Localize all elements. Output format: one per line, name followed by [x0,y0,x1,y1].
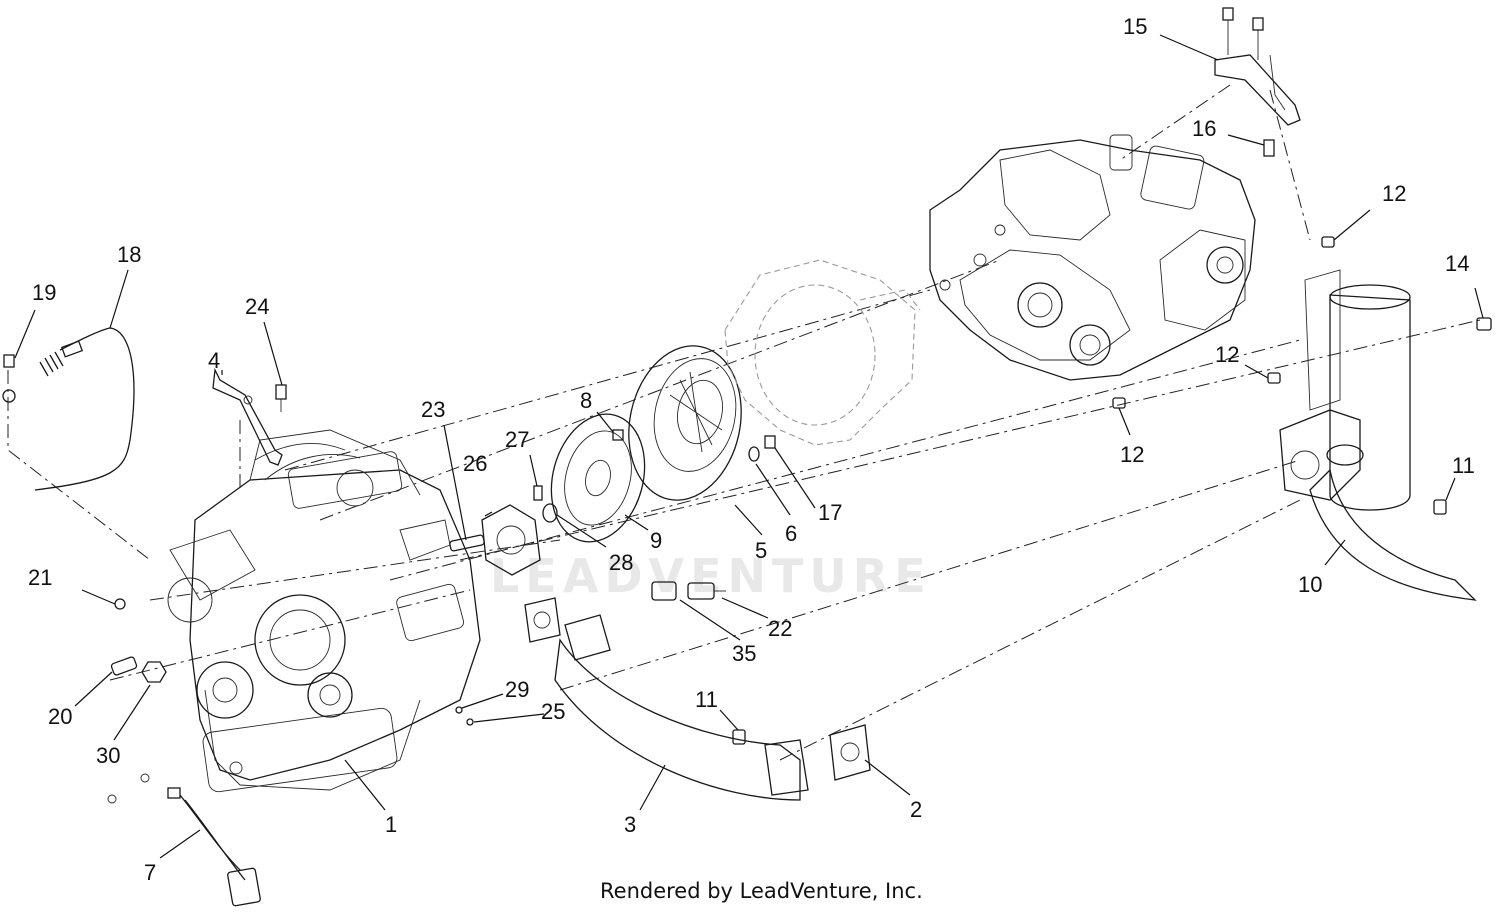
throttle-cable-18 [34,327,135,491]
bolt-11-left [732,729,746,745]
sensor-harness-7 [107,773,261,907]
callout-29: 29 [505,677,529,702]
callout-5: 5 [755,538,767,563]
gasket-2 [829,724,871,781]
gasket-26 [481,504,541,576]
gasket-left [524,597,561,643]
bracket-4 [212,367,283,466]
engine-assembly [167,429,481,793]
callout-23: 23 [421,397,445,422]
bolt-19 [2,354,16,403]
callout-10: 10 [1298,572,1322,597]
bolt-11-right [1433,499,1447,515]
callout-16: 16 [1192,116,1216,141]
bolt-14 [1476,317,1492,331]
callout-22: 22 [768,616,792,641]
washer-6 [748,446,760,462]
callout-11-right: 11 [1452,453,1475,478]
callout-1: 1 [385,812,397,837]
pressure-plate-5 [628,345,742,501]
callout-15: 15 [1123,14,1147,39]
fitting-35 [651,581,677,601]
assembly-lines [7,84,1481,761]
nut-12-c [1112,397,1126,409]
nut-12-b [1267,372,1281,384]
bolt-17 [764,435,776,449]
callout-3: 3 [624,812,636,837]
callout-8: 8 [580,388,592,413]
exhaust-pipe-3 [554,614,809,801]
watermark: LEADVENTURE [490,549,932,603]
clutch-disc-9 [550,413,646,543]
plug-23 [449,534,485,552]
pin-27 [533,485,543,501]
callout-26: 26 [463,451,487,476]
switch-22 [687,582,726,600]
muffler [1279,269,1411,511]
callout-17: 17 [818,500,842,525]
callout-4: 4 [208,348,220,373]
callout-6: 6 [785,521,797,546]
callout-35: 35 [732,641,756,666]
nut-12-a [1321,236,1335,248]
nut-30 [141,661,167,683]
transaxle-assembly [929,134,1256,381]
bolt-16 [1263,139,1275,157]
fitting-21 [114,598,126,610]
callout-25: 25 [541,699,565,724]
washer-29 [455,706,463,714]
washer-28 [542,503,558,523]
callout-28: 28 [609,550,633,575]
bolt-24 [275,384,287,412]
bracket-15 [1214,7,1301,126]
callout-11-left: 11 [695,687,718,712]
callout-12-top: 12 [1382,181,1406,206]
callout-21: 21 [28,565,52,590]
callout-27: 27 [505,427,529,452]
callout-numbers: 1 2 3 4 5 6 7 8 9 10 11 11 12 12 12 14 1… [28,14,1475,885]
callout-12-mid: 12 [1215,342,1239,367]
tailpipe-10 [1309,444,1477,601]
bell-housing-ghost [724,259,921,446]
callout-24: 24 [245,294,269,319]
callout-19: 19 [32,280,56,305]
leader-lines [14,34,1484,859]
callout-14: 14 [1445,251,1469,276]
callout-18: 18 [117,242,141,267]
callout-9: 9 [650,528,662,553]
callout-20: 20 [48,704,72,729]
fitting-20 [110,656,138,676]
callout-2: 2 [910,797,922,822]
callout-12-bottom: 12 [1120,442,1144,467]
pin-8 [612,429,624,441]
screw-25 [466,718,474,726]
callout-30: 30 [96,743,120,768]
render-credit: Rendered by LeadVenture, Inc. [600,879,923,903]
callout-7: 7 [144,860,156,885]
